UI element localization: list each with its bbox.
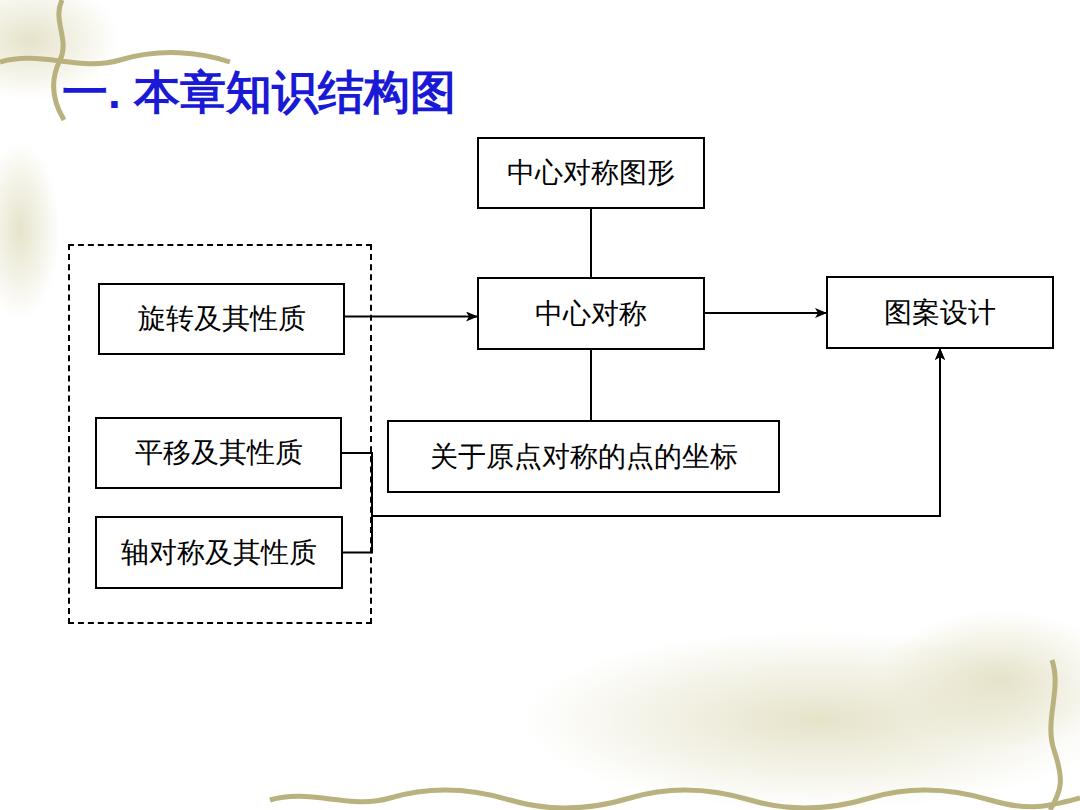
vine-border — [270, 790, 1080, 808]
concept-box: 关于原点对称的点的坐标 — [387, 420, 780, 493]
concept-box: 平移及其性质 — [95, 417, 342, 489]
connector — [705, 312, 826, 314]
box-label: 旋转及其性质 — [138, 302, 306, 336]
connector — [590, 350, 592, 420]
slide-title: 一. 本章知识结构图 — [62, 62, 456, 124]
concept-box: 旋转及其性质 — [98, 283, 345, 355]
box-label: 图案设计 — [884, 296, 996, 330]
connector — [345, 316, 477, 318]
box-label: 中心对称图形 — [507, 156, 675, 190]
vine-border — [1050, 660, 1060, 810]
vine-border — [0, 53, 230, 64]
concept-box: 中心对称 — [477, 277, 705, 350]
connector — [342, 349, 940, 516]
box-label: 平移及其性质 — [135, 436, 303, 470]
side-blot — [0, 140, 60, 320]
box-label: 轴对称及其性质 — [121, 536, 317, 570]
connector — [590, 209, 592, 277]
box-label: 关于原点对称的点的坐标 — [430, 440, 738, 474]
concept-box: 中心对称图形 — [477, 137, 705, 209]
connector — [343, 349, 940, 553]
concept-box: 图案设计 — [826, 276, 1054, 349]
concept-box: 轴对称及其性质 — [95, 516, 343, 589]
box-label: 中心对称 — [535, 297, 647, 331]
